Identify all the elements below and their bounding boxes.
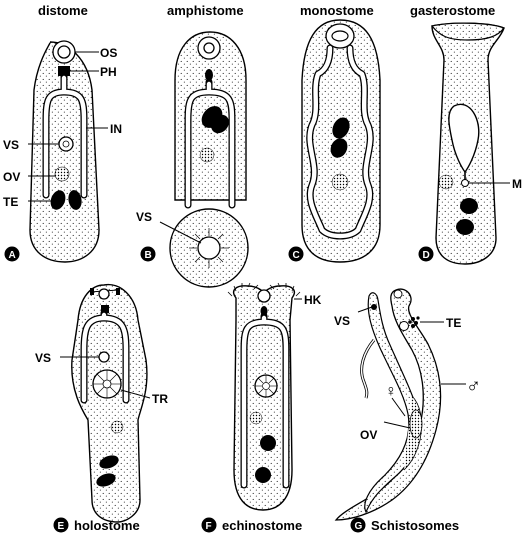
badge-g-text: G bbox=[355, 521, 363, 532]
title-distome: distome bbox=[38, 3, 88, 18]
badge-b bbox=[140, 246, 156, 262]
title-amphistome: amphistome bbox=[167, 3, 244, 18]
label-os: OS bbox=[100, 46, 117, 60]
caption-holostome: holostome bbox=[74, 518, 140, 533]
label-ph: PH bbox=[100, 65, 117, 79]
gasterostome-diagram: M D bbox=[418, 22, 522, 265]
label-te-a: TE bbox=[3, 195, 18, 209]
label-ov-a: OV bbox=[3, 170, 20, 184]
holostome-diagram: VS TR E holostome bbox=[35, 283, 168, 533]
caption-schistosomes: Schistosomes bbox=[371, 518, 459, 533]
badge-a-text: A bbox=[9, 250, 16, 261]
amphistome-diagram: VS B bbox=[136, 31, 249, 288]
echinostome-body bbox=[232, 285, 296, 511]
label-te-g: TE bbox=[446, 316, 461, 330]
distome-diagram: OS PH IN VS OV TE A bbox=[3, 40, 122, 263]
female-symbol: ♀ bbox=[385, 383, 397, 400]
label-hk: HK bbox=[304, 293, 322, 307]
label-vs-e: VS bbox=[35, 351, 51, 365]
title-monostome: monostome bbox=[300, 3, 374, 18]
male-worm bbox=[334, 288, 442, 521]
caption-echinostome: echinostome bbox=[222, 518, 302, 533]
badge-f bbox=[201, 517, 217, 533]
label-vs-g: VS bbox=[334, 314, 350, 328]
label-tr: TR bbox=[152, 392, 168, 406]
label-m: M bbox=[512, 177, 522, 191]
badge-c-text: C bbox=[293, 250, 300, 261]
badge-d-text: D bbox=[423, 250, 430, 261]
label-ov-g: OV bbox=[360, 428, 377, 442]
ovary bbox=[54, 166, 70, 182]
badge-c bbox=[288, 246, 304, 262]
testis bbox=[50, 190, 66, 210]
echinostome-diagram: HK F echinostome bbox=[201, 282, 322, 533]
male-symbol: ♂ bbox=[466, 375, 481, 397]
label-vs-a: VS bbox=[3, 138, 19, 152]
badge-b-text: B bbox=[145, 250, 152, 261]
label-vs-b: VS bbox=[136, 210, 152, 224]
schistosomes-diagram: VS TE OV ♀ ♂ G Schistosomes bbox=[334, 288, 481, 533]
badge-e-text: E bbox=[58, 521, 65, 532]
badge-a bbox=[4, 246, 20, 262]
title-gasterostome: gasterostome bbox=[410, 3, 495, 18]
badge-g bbox=[350, 517, 366, 533]
label-in: IN bbox=[110, 122, 122, 136]
badge-f-text: F bbox=[206, 521, 212, 532]
monostome-diagram: C bbox=[288, 19, 381, 263]
badge-d bbox=[418, 246, 434, 262]
pharynx bbox=[58, 66, 70, 76]
badge-e bbox=[53, 517, 69, 533]
